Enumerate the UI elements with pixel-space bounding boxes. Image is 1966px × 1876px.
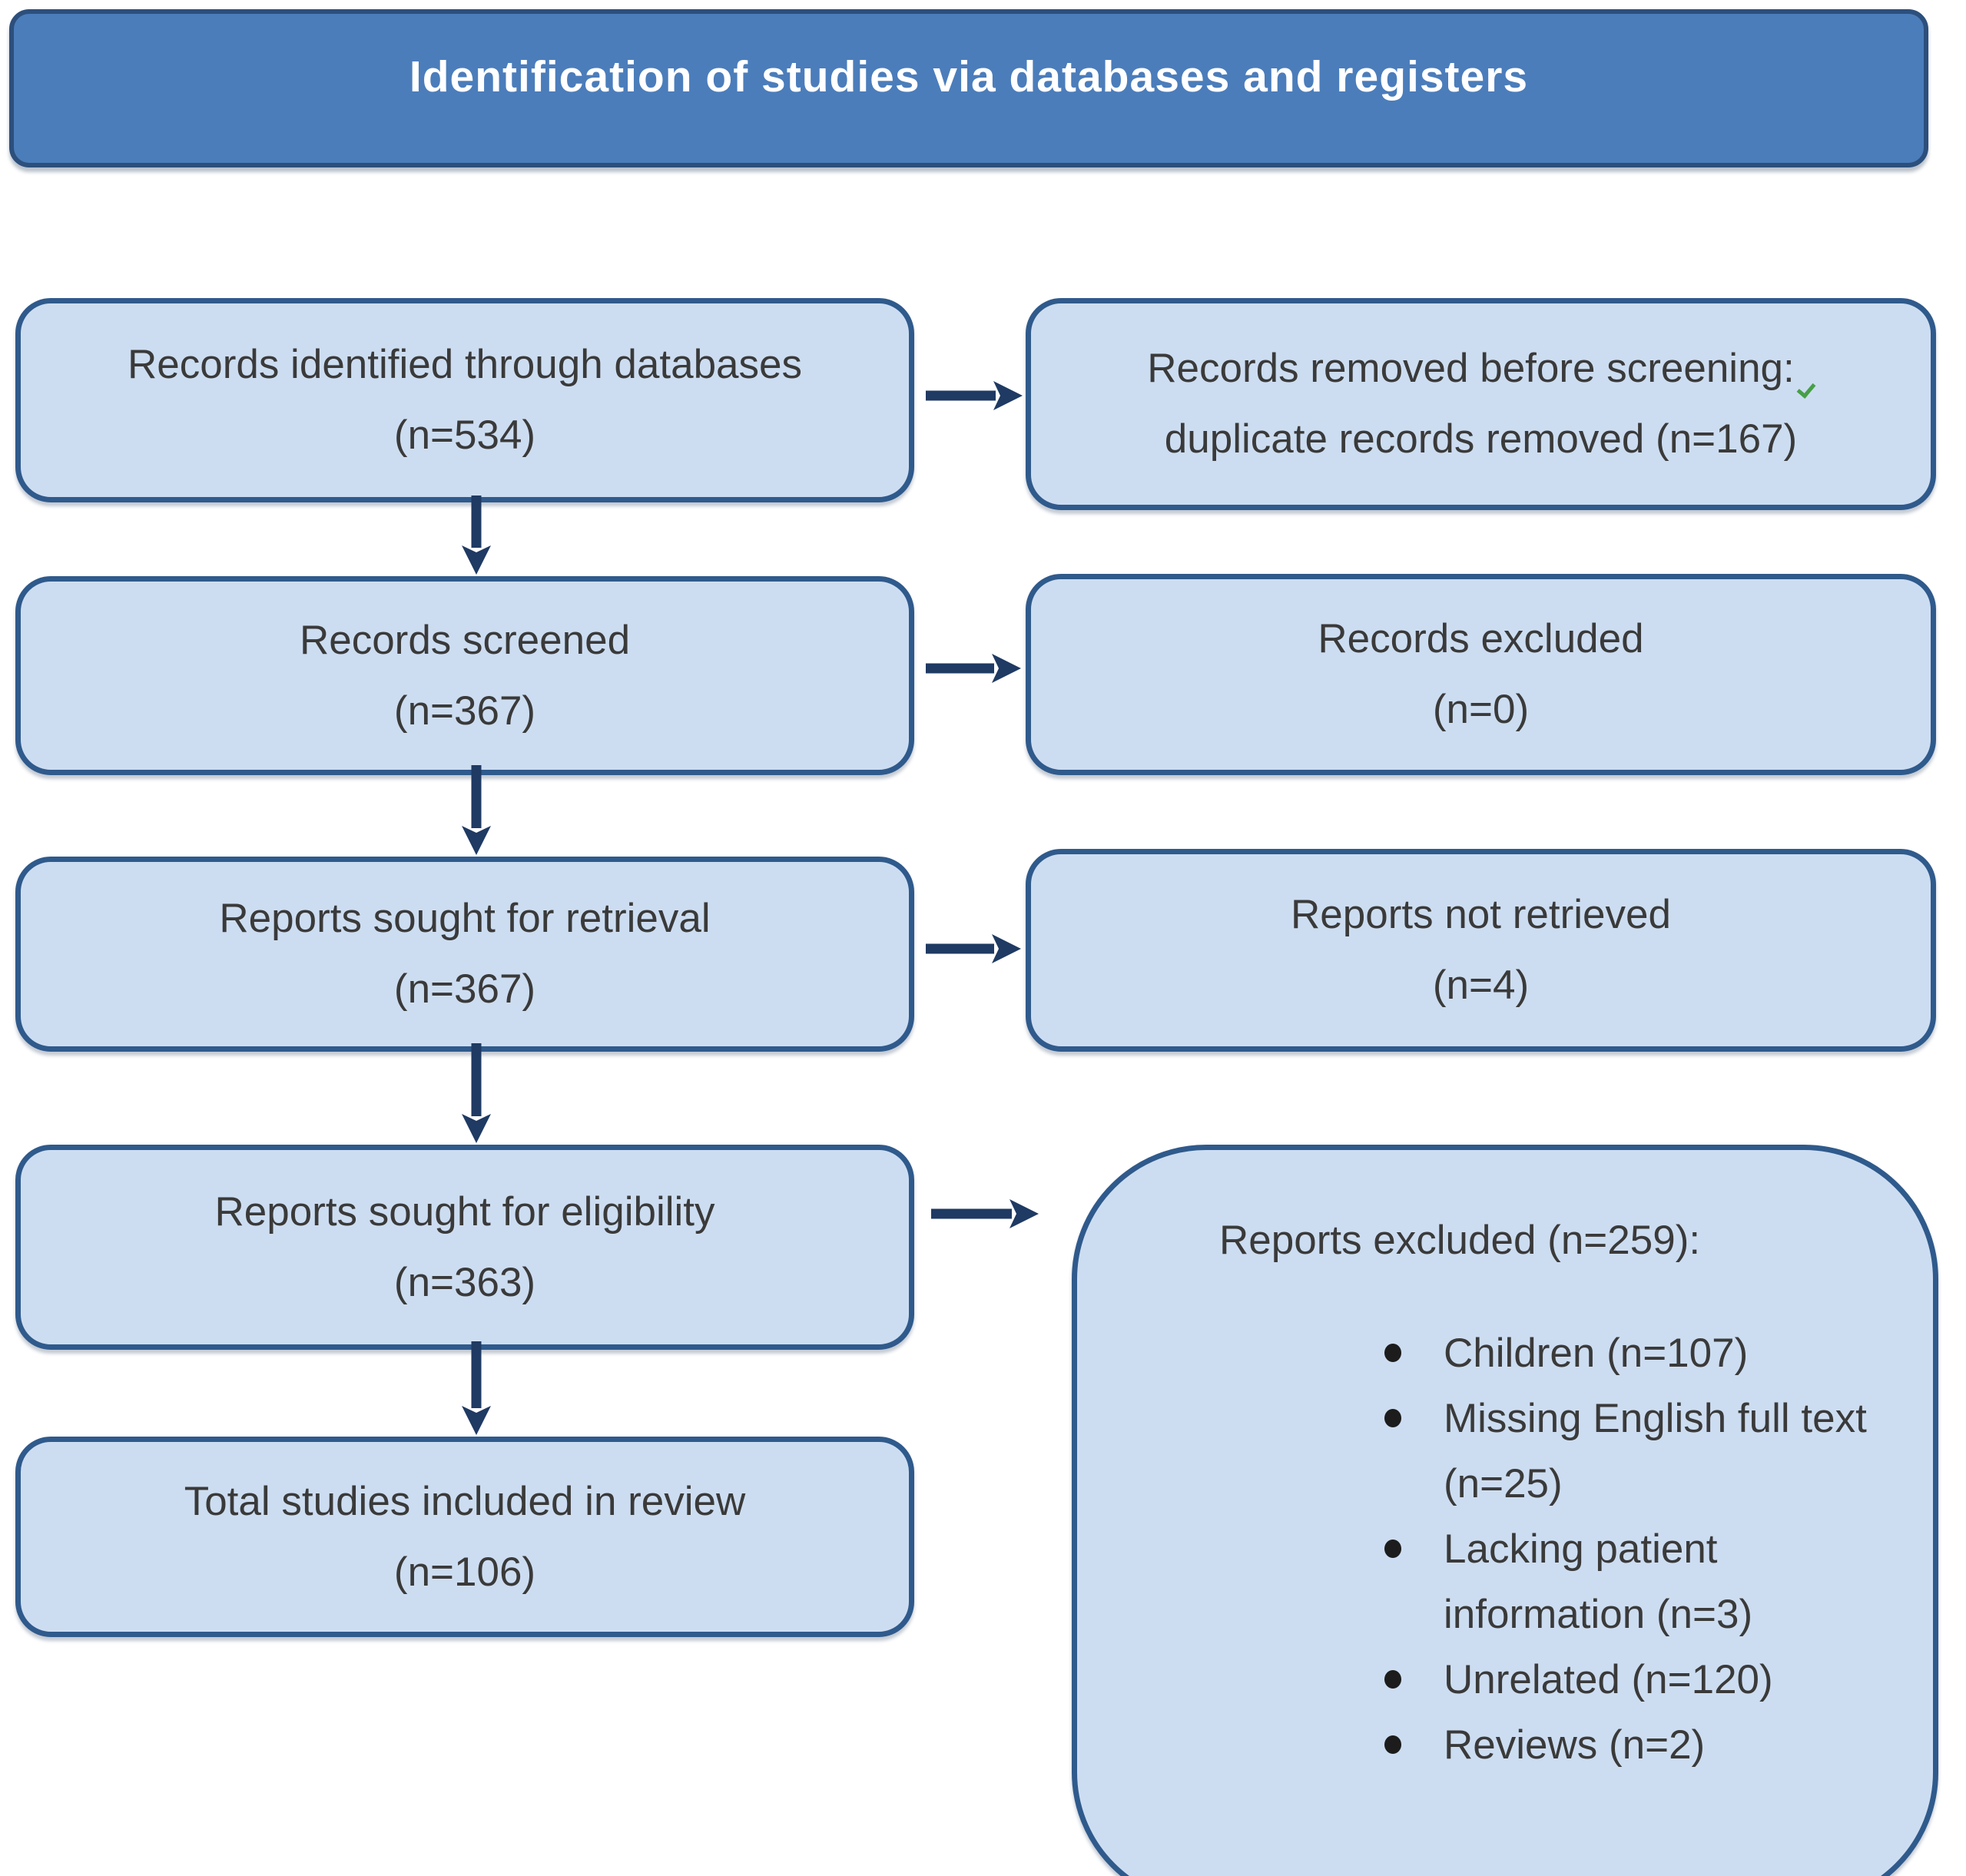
bullet-text: Reviews (n=2): [1444, 1722, 1706, 1768]
bullet-icon: [1384, 1540, 1401, 1558]
excluded-bullet-item: Children (n=107): [1384, 1321, 1933, 1386]
excluded-bullet-item: Unrelated (n=120): [1384, 1647, 1933, 1712]
box-line-2: (n=0): [1432, 687, 1530, 732]
box-records-screened: Records screened (n=367): [15, 576, 914, 775]
box-line-2: (n=367): [393, 688, 536, 734]
box-line-1: Reports not retrieved: [1291, 892, 1671, 937]
bullet-text: Missing English full text (n=25): [1444, 1396, 1867, 1506]
arrow-right-3: [926, 934, 1021, 963]
excluded-bullet-item: Lacking patient information (n=3): [1384, 1516, 1933, 1647]
box-line-1: Records screened: [299, 617, 631, 663]
box-reports-excluded: Reports excluded (n=259): Children (n=10…: [1072, 1145, 1938, 1876]
bullet-icon: [1384, 1344, 1401, 1362]
box-line-2: (n=363): [393, 1259, 536, 1305]
box-line-2: (n=106): [393, 1549, 536, 1595]
box-records-removed-before-screening: Records removed before screening: duplic…: [1026, 298, 1936, 510]
arrow-down-2: [462, 765, 491, 855]
arrow-down-4: [462, 1341, 491, 1435]
box-line-1: Records excluded: [1318, 616, 1644, 661]
box-line-2: (n=4): [1432, 963, 1530, 1008]
bullet-icon: [1384, 1670, 1401, 1689]
header-banner: Identification of studies via databases …: [9, 9, 1928, 167]
bullet-text: Lacking patient information (n=3): [1444, 1526, 1753, 1637]
box-reports-not-retrieved: Reports not retrieved (n=4): [1026, 849, 1936, 1052]
arrow-down-3: [462, 1043, 491, 1143]
box-line-2: (n=534): [393, 413, 536, 458]
reports-excluded-title: Reports excluded (n=259):: [1219, 1218, 1701, 1263]
header-title: Identification of studies via databases …: [409, 52, 1529, 101]
bullet-text: Unrelated (n=120): [1444, 1657, 1773, 1702]
excluded-bullet-item: Reviews (n=2): [1384, 1712, 1933, 1778]
arrow-right-2: [926, 654, 1021, 683]
box-line-1: Total studies included in review: [184, 1478, 746, 1524]
arrow-down-1: [462, 496, 491, 575]
box-total-studies-included: Total studies included in review (n=106): [15, 1437, 914, 1637]
box-line-2: (n=367): [393, 966, 536, 1012]
box-reports-sought-retrieval: Reports sought for retrieval (n=367): [15, 857, 914, 1052]
box-records-identified: Records identified through databases (n=…: [15, 298, 914, 502]
green-check-icon: [1796, 379, 1816, 399]
box-records-excluded: Records excluded (n=0): [1026, 574, 1936, 775]
bullet-icon: [1384, 1409, 1401, 1427]
bullet-icon: [1384, 1735, 1401, 1754]
box-line-2: duplicate records removed (n=167): [1164, 416, 1798, 462]
box-line-1-text: Records removed before screening:: [1147, 346, 1795, 391]
arrow-right-4: [931, 1199, 1039, 1228]
box-line-1: Records identified through databases: [127, 342, 803, 387]
box-line-1: Reports sought for eligibility: [214, 1188, 715, 1235]
excluded-bullet-list: Children (n=107) Missing English full te…: [1384, 1321, 1933, 1778]
box-reports-sought-eligibility: Reports sought for eligibility (n=363): [15, 1145, 914, 1350]
excluded-bullet-item: Missing English full text (n=25): [1384, 1386, 1933, 1516]
box-line-1: Reports sought for retrieval: [219, 896, 711, 941]
arrow-right-1: [926, 381, 1023, 410]
bullet-text: Children (n=107): [1444, 1331, 1749, 1376]
box-line-1: Records removed before screening:: [1147, 333, 1816, 404]
